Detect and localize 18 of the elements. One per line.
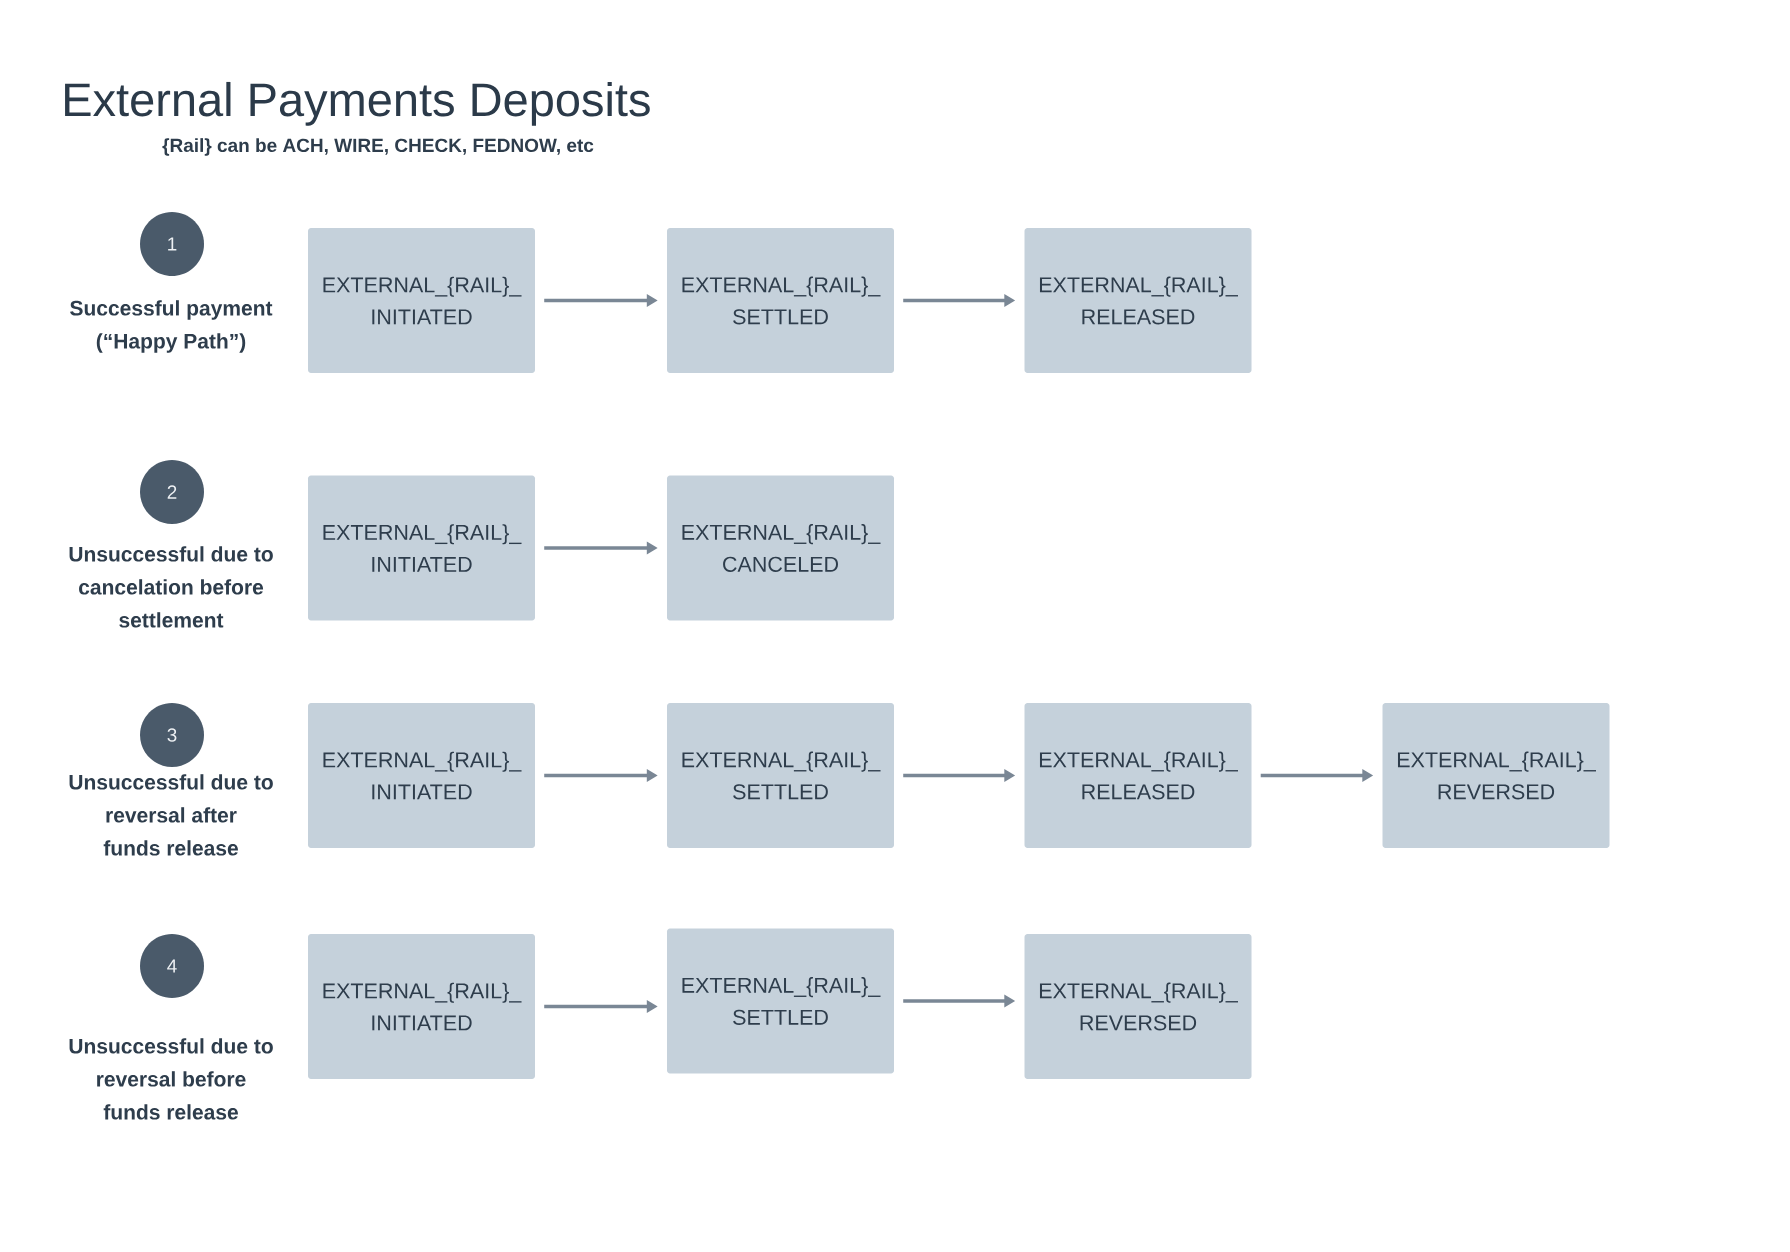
- state-box: EXTERNAL_{RAIL}_ RELEASED: [1024, 703, 1252, 848]
- state-box: EXTERNAL_{RAIL}_ SETTLED: [667, 703, 894, 848]
- state-box: EXTERNAL_{RAIL}_ RELEASED: [1024, 228, 1252, 373]
- subtitle: {Rail} can be ACH, WIRE, CHECK, FEDNOW, etc: [162, 138, 594, 156]
- state-box: EXTERNAL_{RAIL}_ REVERSED: [1382, 703, 1610, 848]
- state-box: EXTERNAL_{RAIL}_ REVERSED: [1024, 934, 1252, 1079]
- state-box: EXTERNAL_{RAIL}_ SETTLED: [667, 228, 894, 373]
- title: External Payments Deposits: [65, 81, 650, 126]
- state-box: EXTERNAL_{RAIL}_ SETTLED: [667, 928, 894, 1074]
- step-caption: Unsuccessful due to cancelation before settlement: [69, 546, 273, 628]
- step-caption: Successful payment (“Happy Path”): [70, 300, 273, 353]
- step-caption: Unsuccessful due to reversal before funds release: [69, 1038, 273, 1120]
- state-box: EXTERNAL_{RAIL}_ CANCELED: [667, 475, 894, 621]
- state-box: EXTERNAL_{RAIL}_ INITIATED: [308, 703, 535, 848]
- step-caption: Unsuccessful due to reversal after funds release: [69, 774, 273, 856]
- state-box: EXTERNAL_{RAIL}_ INITIATED: [308, 934, 535, 1079]
- state-box: EXTERNAL_{RAIL}_ INITIATED: [308, 475, 535, 621]
- state-box: EXTERNAL_{RAIL}_ INITIATED: [308, 228, 535, 373]
